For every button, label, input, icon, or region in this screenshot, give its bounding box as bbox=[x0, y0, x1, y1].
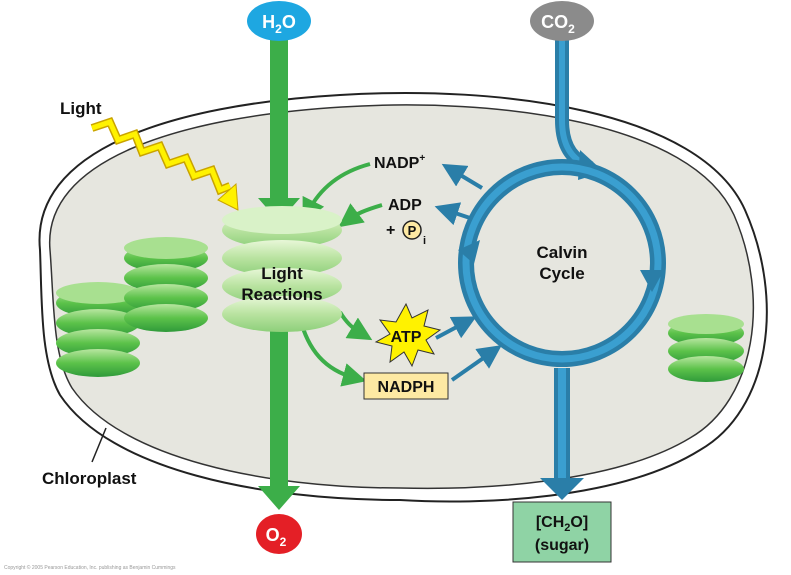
co2-subscript: 2 bbox=[568, 22, 575, 36]
nadp-superscript: + bbox=[419, 153, 425, 164]
light-reactions-label-line1: Light bbox=[261, 264, 303, 283]
sugar-formula-a: [CH bbox=[536, 514, 564, 531]
plus-sign: + bbox=[386, 222, 395, 239]
calvin-label-line2: Cycle bbox=[539, 264, 584, 283]
light-reactions-label-line2: Reactions bbox=[241, 285, 322, 304]
chloroplast-leader-line bbox=[91, 427, 107, 463]
light-label: Light bbox=[60, 99, 102, 118]
h2o-tail: O bbox=[282, 12, 296, 32]
svg-text:NADP+: NADP+ bbox=[374, 153, 425, 172]
h2o-bubble: H2O bbox=[247, 1, 311, 41]
nadp-label: NADP bbox=[374, 155, 420, 172]
calvin-label-line1: Calvin bbox=[536, 243, 587, 262]
cycle-output-arrows bbox=[434, 163, 502, 382]
sugar-flow-arrow bbox=[540, 368, 584, 500]
h2o-label: H bbox=[262, 12, 275, 32]
copyright-notice: Copyright © 2005 Pearson Education, Inc.… bbox=[4, 565, 176, 571]
svg-text:O2: O2 bbox=[266, 525, 287, 549]
svg-text:H2O: H2O bbox=[262, 12, 296, 36]
atp-label: ATP bbox=[391, 329, 422, 346]
granum-left bbox=[56, 282, 140, 377]
h2o-subscript: 2 bbox=[275, 22, 282, 36]
granum-middle-left bbox=[124, 237, 208, 332]
calvin-cycle-ring bbox=[458, 159, 666, 367]
oxygen-flow-arrow bbox=[258, 330, 300, 510]
svg-text:[CH2O]: [CH2O] bbox=[536, 514, 588, 534]
chloroplast-label: Chloroplast bbox=[42, 469, 137, 488]
o2-bubble: O2 bbox=[256, 514, 302, 554]
co2-bubble: CO2 bbox=[530, 1, 594, 41]
sugar-formula-subscript: 2 bbox=[564, 522, 570, 534]
co2-label: CO bbox=[541, 12, 568, 32]
adp-label: ADP bbox=[388, 197, 422, 214]
granum-right bbox=[668, 314, 744, 382]
o2-subscript: 2 bbox=[280, 535, 287, 549]
phosphate-letter: P bbox=[408, 223, 417, 238]
circled-p-icon: P bbox=[402, 220, 422, 240]
svg-text:CO2: CO2 bbox=[541, 12, 575, 36]
sugar-label: (sugar) bbox=[535, 537, 589, 554]
lightning-bolt-icon bbox=[90, 117, 239, 211]
sugar-formula-b: O] bbox=[570, 514, 588, 531]
phosphate-subscript: i bbox=[423, 235, 426, 247]
o2-label: O bbox=[266, 525, 280, 545]
granum-light-reactions bbox=[222, 206, 342, 332]
sugar-box: [CH2O] (sugar) bbox=[512, 501, 612, 563]
nadph-label: NADPH bbox=[378, 379, 435, 396]
nadph-box: NADPH bbox=[363, 372, 449, 400]
starburst-icon: ATP bbox=[374, 302, 442, 368]
